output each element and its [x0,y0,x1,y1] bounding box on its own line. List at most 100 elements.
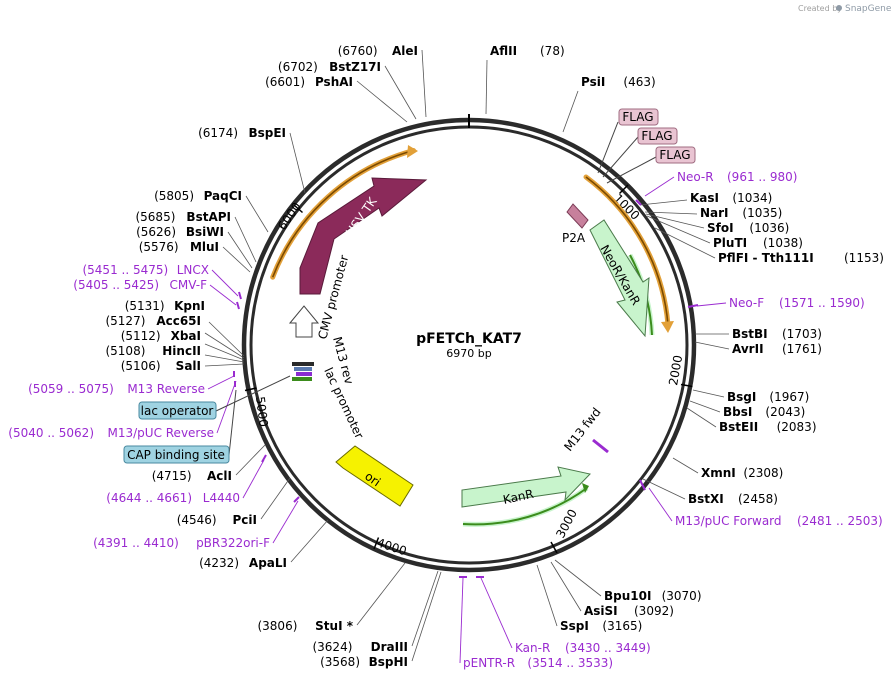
site-leader-bbsi [689,400,721,413]
site-bstapi: BstAPI(5685) [135,210,231,224]
plasmid-length: 6970 bp [446,347,491,360]
site-asisi: AsiSI(3092) [584,604,674,618]
site-leader-asisi [550,561,582,612]
site-sspi: SspI(3165) [560,619,642,633]
site-name-nari: NarI [700,206,729,220]
site-name-sali: SalI [176,359,201,373]
primer-name-cmv-f: CMV-F [170,278,208,292]
primer-range-cmv-f: (5405 .. 5425) [73,278,159,292]
site-position-mlui: (5576) [139,240,179,254]
site-position-pshai: (6601) [265,75,305,89]
lac-promoter-glyphs [292,362,314,381]
primer-marker-m13-puc-forward [639,479,646,491]
tick-mark-2000 [680,383,693,388]
primer-m13-reverse: M13 Reverse (5059 .. 5075) [28,382,205,396]
site-paqci: PaqCI(5805) [154,189,242,203]
site-bsgi: BsgI(1967) [727,390,809,404]
site-name-pcii: PciI [233,513,258,527]
primer-range-l4440: (4644 .. 4661) [106,491,192,505]
site-position-bsphi: (3568) [320,655,360,669]
primer-range-m13-reverse: (5059 .. 5075) [28,382,114,396]
primer-pentr-r: pENTR-R(3514 .. 3533) [463,656,613,670]
site-name-draiii: DraIII [371,640,408,654]
cap-binding-site-label: CAP binding site [127,448,225,462]
site-position-avrii: (1761) [782,342,822,356]
site-name-bstbi: BstBI [732,327,768,341]
site-kasi: KasI(1034) [690,191,772,205]
site-name-bbsi: BbsI [723,405,752,419]
site-bsphi: BspHI(3568) [320,655,408,669]
site-name-acli: AclI [207,469,232,483]
site-name-bspei: BspEI [248,126,286,140]
site-leader-bstapi [234,216,257,263]
flag3-leader [606,156,657,184]
site-position-hincii: (5108) [105,344,145,358]
site-leader-sali [204,363,245,367]
flag-box-1 [618,108,659,126]
site-leader-kasi [639,199,688,206]
site-leader-sfoi [645,213,705,229]
site-name-bstapi: BstAPI [186,210,231,224]
site-bbsi: BbsI(2043) [723,405,805,419]
site-leader-mlui [222,246,251,273]
ori-feature [335,445,414,507]
primer-range-pbr322ori-f: (4391 .. 4410) [93,536,179,550]
site-position-sspi: (3165) [602,619,642,633]
primer-neo-r: Neo-R(961 .. 980) [677,170,797,184]
site-leader-sspi [536,564,558,627]
p2a-feature [566,203,589,229]
lac-operator-label: lac operator [141,404,214,418]
site-position-bstz17i: (6702) [278,60,318,74]
flag-box-2 [637,127,678,145]
cds-arc-neor-arrow [661,321,674,333]
site-name-kasi: KasI [690,191,719,205]
site-position-nari: (1035) [742,206,782,220]
site-leader-aflii [485,59,488,115]
primer-marker-l4440 [261,454,267,463]
site-position-acc65i: (5127) [105,314,145,328]
primer-marker-neo-r [635,199,642,206]
site-bsteii: BstEII(2083) [719,420,817,434]
site-bsiwi: BsiWI(5626) [136,225,224,239]
primer-leader-m13-reverse [207,375,235,390]
site-leader-pcii [260,477,291,520]
site-xmni: XmnI (2308) [701,466,783,480]
site-position-kpni: (5131) [125,299,165,313]
site-xbai: XbaI(5112) [121,329,201,343]
site-leader-acc65i [204,332,245,359]
site-leader-paqci [245,195,269,233]
site-position-pflfi-tth111i: (1153) [844,251,884,265]
primer-name-m13-reverse: M13 Reverse [127,382,205,396]
primer-range-m13-puc-reverse: (5040 .. 5062) [8,426,94,440]
site-position-xmni: (2308) [743,466,783,480]
primer-cmv-f: CMV-F (5405 .. 5425) [73,278,207,292]
site-position-bstxi: (2458) [738,492,778,506]
site-name-pflfi-tth111i: PflFI - Tth111I [718,251,814,265]
site-leader-hincii [204,354,245,363]
site-name-sfoi: SfoI [707,221,734,235]
primer-range-m13-puc-forward: (2481 .. 2503) [797,514,883,528]
site-position-paqci: (5805) [154,189,194,203]
restriction-site-labels: AflII(78)PsiI(463)KasI(1034)NarI(1035)Sf… [105,44,883,669]
site-position-pluti: (1038) [763,236,803,250]
site-leader-xmni [672,457,699,474]
site-leader-bstxi [642,478,686,500]
primer-marker-neo-f [687,304,699,308]
site-pluti: PluTI(1038) [713,236,803,250]
site-bpu10i: Bpu10I(3070) [604,589,702,603]
site-leader-bsgi [692,389,725,398]
primer-pbr322ori-f: pBR322ori-F(4391 .. 4410) [93,536,270,550]
site-position-bspei: (6174) [198,126,238,140]
site-kpni: KpnI(5131) [125,299,205,313]
m13-fwd-feature [592,438,609,454]
site-leader-draiii [411,570,439,647]
site-name-hincii: HincII [162,344,201,358]
site-leader-bsteii [686,407,717,428]
neor-kanr-feature [589,219,650,338]
site-pcii: PciI(4546) [177,513,257,527]
site-name-xmni: XmnI [701,466,736,480]
site-position-sfoi: (1036) [749,221,789,235]
site-nari: NarI (1035) [700,206,782,220]
primer-neo-f: Neo-F(1571 .. 1590) [729,296,865,310]
site-name-alei: AleI [392,44,418,58]
